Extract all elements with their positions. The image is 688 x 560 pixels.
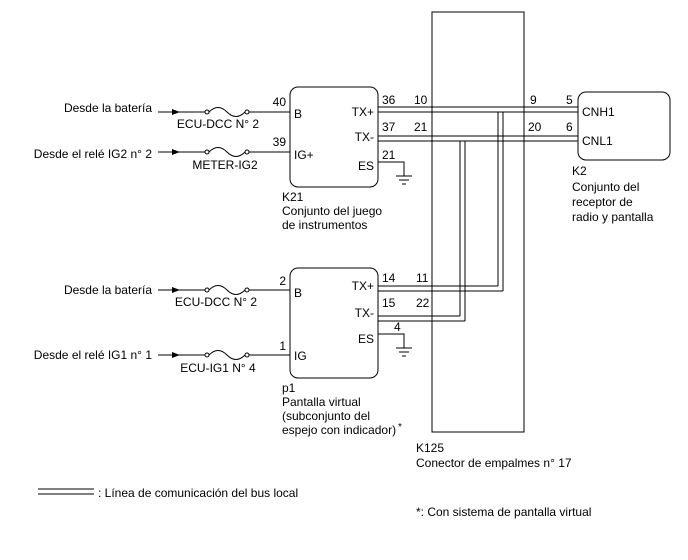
k21-pin-txp: 36 [382,93,396,107]
source-ig2-relay: Desde el relé IG2 n° 2 [34,147,153,161]
p1-battery-feed [158,285,290,295]
k125-pin-k2-cnl: 20 [528,120,542,134]
legend-bus-line-label: : Línea de comunicación del bus local [98,486,298,500]
p1-terminal-es: ES [358,332,374,346]
k2-name-line2: receptor de [572,195,633,209]
k125-pin-p1-txp: 11 [416,271,429,285]
k21-battery-feed [158,107,290,117]
k2-pin-cnh1: 5 [566,93,573,107]
p1-box [289,267,379,379]
k21-id: K21 [282,190,304,204]
k21-terminal-es: ES [358,159,374,173]
source-ig1-relay: Desde el relé IG1 n° 1 [34,348,153,362]
k21-terminal-ig: IG+ [294,148,314,162]
source-battery-1: Desde la batería [64,101,152,115]
footnote: *: Con sistema de pantalla virtual [416,505,591,519]
fuse-label-meter-ig2: METER-IG2 [192,158,258,172]
k125-pin-p1-txm: 22 [416,296,430,310]
p1-pin-ig: 1 [279,339,286,353]
legend-bus-line-symbol [38,488,94,495]
k2-name-line3: radio y pantalla [572,210,654,224]
k2-terminal-cnl1: CNL1 [582,134,613,148]
k21-terminal-txp: TX+ [352,105,374,119]
k21-ground [378,161,412,185]
k21-pin-ig: 39 [273,135,287,149]
p1-ground [378,333,412,357]
p1-pin-txp: 14 [382,271,396,285]
p1-terminal-txm: TX- [355,306,374,320]
p1-pin-txm: 15 [382,296,396,310]
fuse-symbol [208,350,246,360]
k2-box [577,91,671,161]
p1-terminal-ig: IG [294,349,307,363]
p1-pin-b: 2 [279,274,286,288]
fuse-symbol [208,147,246,157]
k125-name: Conector de empalmes n° 17 [416,456,572,470]
k125-pin-k2-cnh: 9 [530,93,537,107]
k21-ig-feed [158,147,290,157]
fuse-symbol [208,285,246,295]
k21-name-line1: Conjunto del juego [282,204,382,218]
k21-terminal-b: B [294,107,302,121]
p1-name-line1: Pantalla virtual [282,395,361,409]
k2-id: K2 [572,164,587,178]
k125-pin-k21-txp: 10 [414,93,428,107]
fuse-label-ecu-dcc-1: ECU-DCC N° 2 [177,117,259,131]
fuse-label-ecu-dcc-2: ECU-DCC N° 2 [175,295,257,309]
k21-pin-b: 40 [273,95,287,109]
p1-asterisk: * [398,422,402,433]
p1-terminal-b: B [294,286,302,300]
k21-name-line2: de instrumentos [282,218,367,232]
k2-terminal-cnh1: CNH1 [582,105,615,119]
k125-pin-k21-txm: 21 [414,120,428,134]
p1-name-line3: espejo con indicador) [282,423,396,437]
k21-box [289,86,379,188]
fuse-label-ecu-ig1: ECU-IG1 N° 4 [180,361,256,375]
k21-pin-es: 21 [382,148,396,162]
source-battery-2: Desde la batería [64,283,152,297]
k2-pin-cnl1: 6 [566,120,573,134]
p1-pin-es: 4 [394,320,401,334]
bus-lines [378,106,578,322]
p1-name-line2: (subconjunto del [282,409,370,423]
k125-connector-box [431,11,525,433]
p1-terminal-txp: TX+ [352,279,374,293]
k21-terminal-txm: TX- [355,130,374,144]
p1-ig-feed [158,350,290,360]
k21-pin-txm: 37 [382,120,396,134]
fuse-symbol [208,107,246,117]
k125-id: K125 [416,441,444,455]
k2-name-line1: Conjunto del [572,180,639,194]
p1-id: p1 [282,381,296,395]
